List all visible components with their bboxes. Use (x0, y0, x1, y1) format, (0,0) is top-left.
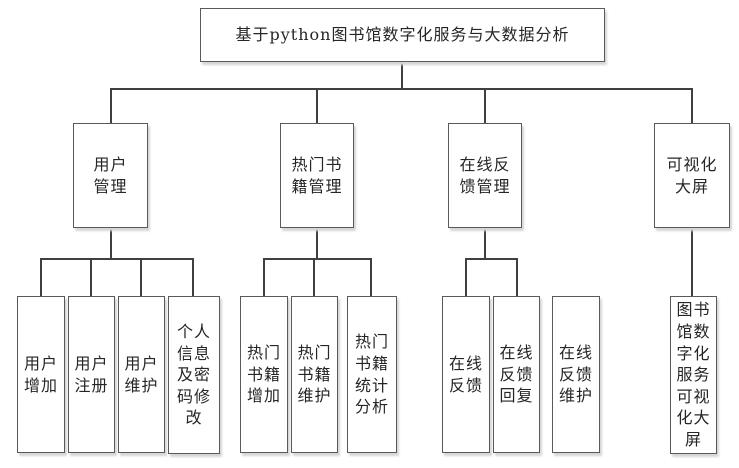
leaf-label: 图书馆数字化服务可视化大屏 (676, 300, 711, 449)
branch-label: 热门书籍管理 (291, 154, 343, 196)
connector-line (465, 258, 518, 260)
connector-line (110, 88, 693, 90)
connector-line (691, 88, 693, 123)
leaf-hot-book-statistics: 热门书籍统计分析 (347, 296, 397, 453)
leaf-label: 在线反馈 (448, 353, 483, 395)
leaf-user-maintain: 用户维护 (118, 296, 165, 453)
leaf-user-add: 用户增加 (17, 296, 65, 453)
connector-line (40, 258, 194, 260)
connector-line (140, 258, 142, 296)
leaf-label: 用户注册 (74, 353, 109, 395)
leaf-hot-book-add: 热门书籍增加 (240, 296, 288, 453)
connector-line (90, 258, 92, 296)
connector-line (484, 88, 486, 123)
connector-line (263, 258, 372, 260)
connector-line (370, 258, 372, 296)
leaf-label: 热门书籍维护 (297, 343, 332, 406)
branch-visualization-dashboard: 可视化大屏 (654, 123, 730, 228)
leaf-hot-book-maintain: 热门书籍维护 (291, 296, 338, 453)
root-node-label: 基于python图书馆数字化服务与大数据分析 (235, 25, 570, 45)
branch-hot-books-management: 热门书籍管理 (280, 123, 354, 228)
connector-line (313, 258, 315, 296)
connector-line (401, 62, 403, 89)
connector-line (316, 228, 318, 258)
connector-line (192, 258, 194, 296)
connector-line (110, 88, 112, 123)
leaf-label: 在线反馈维护 (558, 343, 593, 406)
leaf-label: 在线反馈回复 (499, 343, 534, 406)
leaf-online-feedback: 在线反馈 (442, 296, 490, 453)
connector-line (263, 258, 265, 296)
connector-line (691, 228, 693, 296)
leaf-library-digital-dashboard: 图书馆数字化服务可视化大屏 (670, 296, 717, 454)
leaf-label: 热门书籍增加 (246, 343, 281, 406)
connector-line (465, 258, 467, 296)
branch-label: 可视化大屏 (666, 154, 718, 196)
connector-line (316, 88, 318, 123)
leaf-label: 热门书籍统计分析 (354, 332, 389, 417)
branch-online-feedback-management: 在线反馈管理 (448, 123, 522, 228)
leaf-user-register: 用户注册 (68, 296, 115, 453)
connector-line (516, 258, 518, 296)
branch-label: 在线反馈管理 (459, 154, 511, 196)
leaf-label: 用户增加 (23, 353, 58, 395)
leaf-online-feedback-reply: 在线反馈回复 (493, 296, 540, 453)
connector-line (40, 258, 42, 296)
leaf-label: 个人信息及密码修改 (176, 322, 211, 428)
connector-line (110, 228, 112, 258)
branch-user-management: 用户管理 (73, 123, 148, 228)
leaf-label: 用户维护 (124, 353, 159, 395)
leaf-online-feedback-maintain: 在线反馈维护 (552, 296, 600, 453)
branch-label: 用户管理 (93, 154, 128, 196)
connector-line (484, 228, 486, 258)
root-node: 基于python图书馆数字化服务与大数据分析 (200, 8, 605, 62)
leaf-profile-password-modify: 个人信息及密码修改 (168, 296, 220, 454)
